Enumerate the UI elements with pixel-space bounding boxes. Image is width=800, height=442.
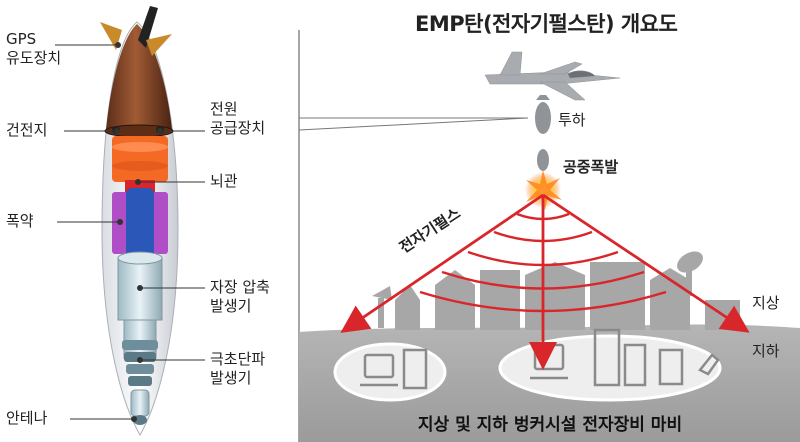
label-gps-guidance: GPS 유도장치 <box>6 30 62 67</box>
label-detonator: 뇌관 <box>210 172 238 190</box>
pulse-arrows <box>340 193 750 370</box>
burst-bomb-icon <box>537 149 549 171</box>
label-microwave-generator: 극초단파 발생기 <box>210 350 266 387</box>
label-underground: 지하 <box>752 342 780 360</box>
tail-fin-right <box>146 34 172 56</box>
label-airburst: 공중폭발 <box>563 158 619 176</box>
falling-bomb-icon <box>535 95 551 134</box>
label-antenna: 안테나 <box>6 409 48 427</box>
bunker-right <box>498 334 722 402</box>
label-drop: 투하 <box>558 111 586 129</box>
label-battery: 건전지 <box>6 121 48 139</box>
emp-bomb <box>55 6 205 437</box>
surface-buildings <box>372 251 740 330</box>
label-ground: 지상 <box>752 294 780 312</box>
label-explosive: 폭약 <box>6 212 34 230</box>
tail-fin-top <box>138 6 158 48</box>
label-power-supply: 전원 공급장치 <box>210 100 266 137</box>
label-field-compression-generator: 자장 압축 발생기 <box>210 278 270 315</box>
caption: 지상 및 지하 벙커시설 전자장비 마비 <box>417 415 683 435</box>
fighter-jet-icon <box>484 51 621 101</box>
explosive-core <box>126 188 154 260</box>
page-title: EMP탄(전자기펄스탄) 개요도 <box>415 12 678 36</box>
microwave-generator <box>128 376 152 386</box>
bunker-left <box>333 342 447 402</box>
